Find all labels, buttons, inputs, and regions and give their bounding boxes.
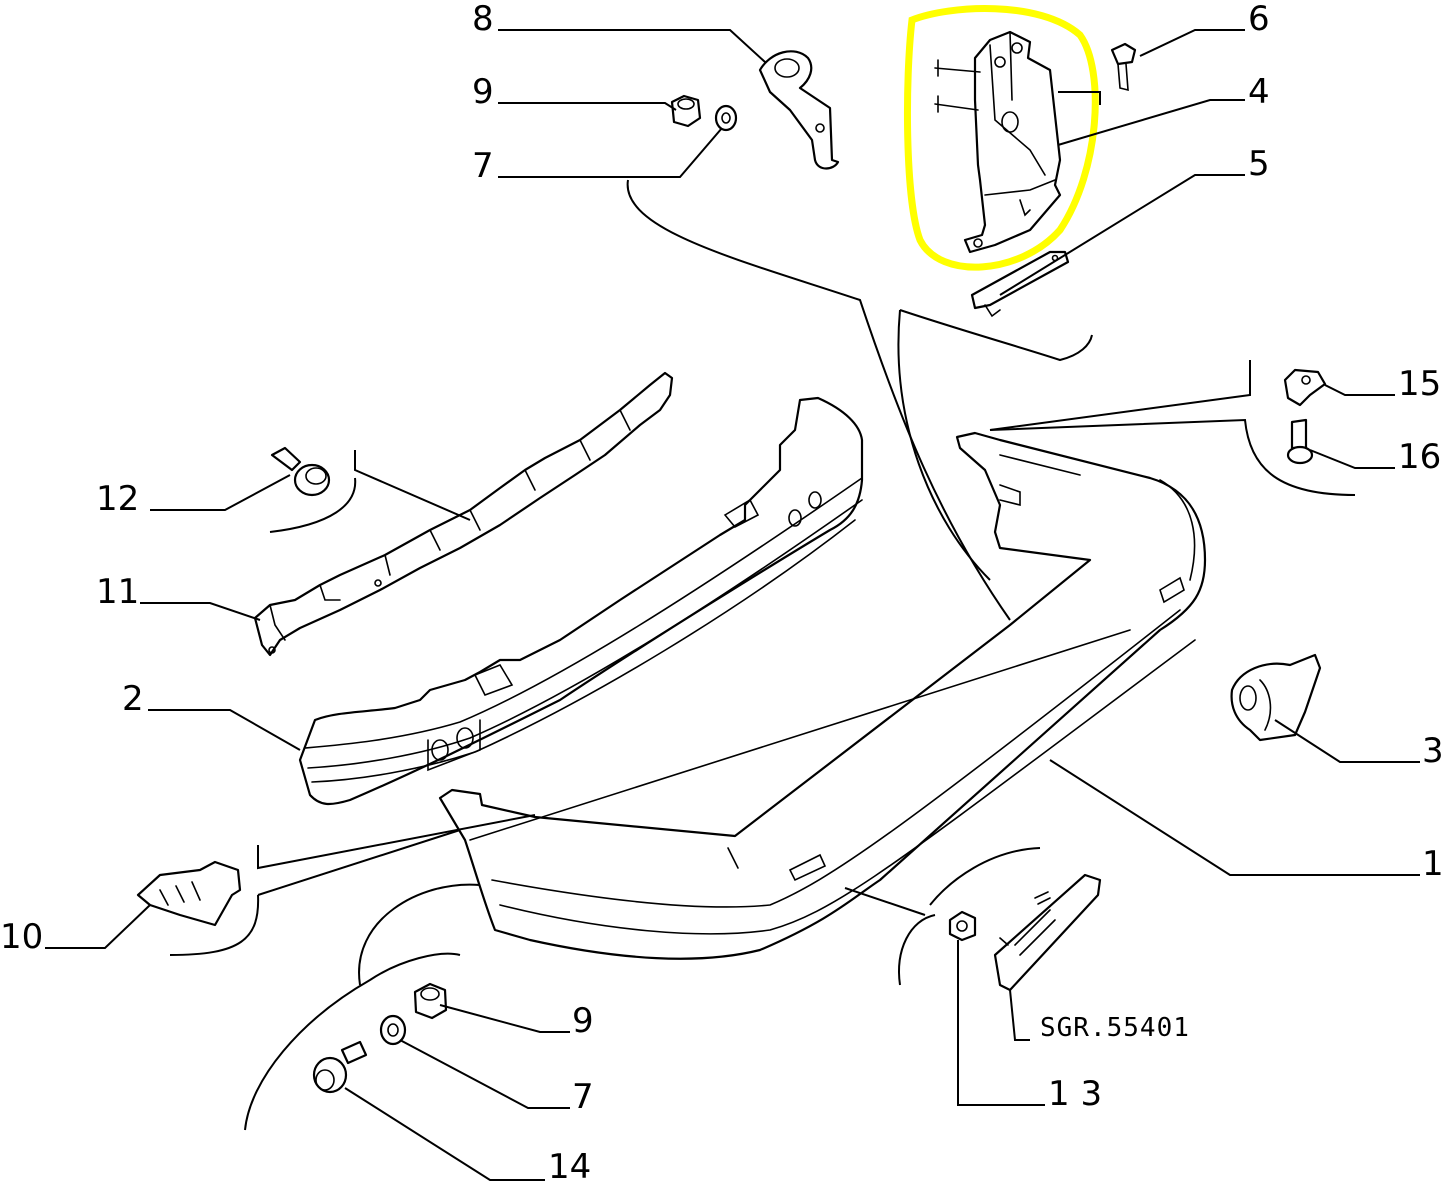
callout-2: 2 [122, 679, 144, 719]
part-16-screw [1286, 418, 1314, 465]
callout-7-bottom: 7 [572, 1077, 594, 1117]
reflector [993, 873, 1102, 992]
part-8-clip-bracket [758, 50, 840, 170]
part-14-bolt [312, 1040, 368, 1094]
part-2-bumper-beam [298, 396, 864, 806]
part-7-washer-bottom [379, 1014, 407, 1046]
callout-16: 16 [1398, 437, 1441, 477]
part-1-rear-bumper [438, 431, 1207, 960]
part-12-screw [270, 446, 331, 497]
callout-12: 12 [96, 479, 139, 519]
callout-14: 14 [548, 1147, 591, 1182]
part-3-end-clip [1230, 653, 1322, 742]
part-13-nut [948, 910, 977, 942]
callout-11: 11 [96, 572, 139, 612]
callout-6: 6 [1248, 0, 1270, 39]
part-5-plate [970, 250, 1070, 318]
callout-5: 5 [1248, 144, 1270, 184]
leader-lines [45, 29, 1420, 1181]
part-10-end-guide [136, 860, 242, 927]
callout-7-top: 7 [472, 146, 494, 186]
callout-9-top: 9 [472, 72, 494, 112]
drawing-reference: SGR.55401 [1040, 1013, 1190, 1043]
callout-1: 1 [1422, 844, 1444, 884]
part-15-clip [1283, 368, 1327, 407]
part-4-support-bracket [934, 30, 1062, 254]
part-6-bolt [1110, 42, 1137, 92]
part-7-washer-top [714, 104, 738, 132]
construction-curves [244, 179, 1093, 1131]
callout-4: 4 [1248, 72, 1270, 112]
part-9-nut-top [670, 94, 702, 128]
part-9-nut-bottom [413, 982, 448, 1020]
part-11-mounting-strip [253, 371, 674, 657]
callout-9-bottom: 9 [572, 1001, 594, 1041]
callout-15: 15 [1398, 364, 1441, 404]
callout-13: 1 3 [1048, 1074, 1102, 1114]
callout-10: 10 [0, 917, 43, 957]
highlight-ring [903, 5, 1099, 271]
callout-3: 3 [1422, 731, 1444, 771]
callout-8: 8 [472, 0, 494, 39]
